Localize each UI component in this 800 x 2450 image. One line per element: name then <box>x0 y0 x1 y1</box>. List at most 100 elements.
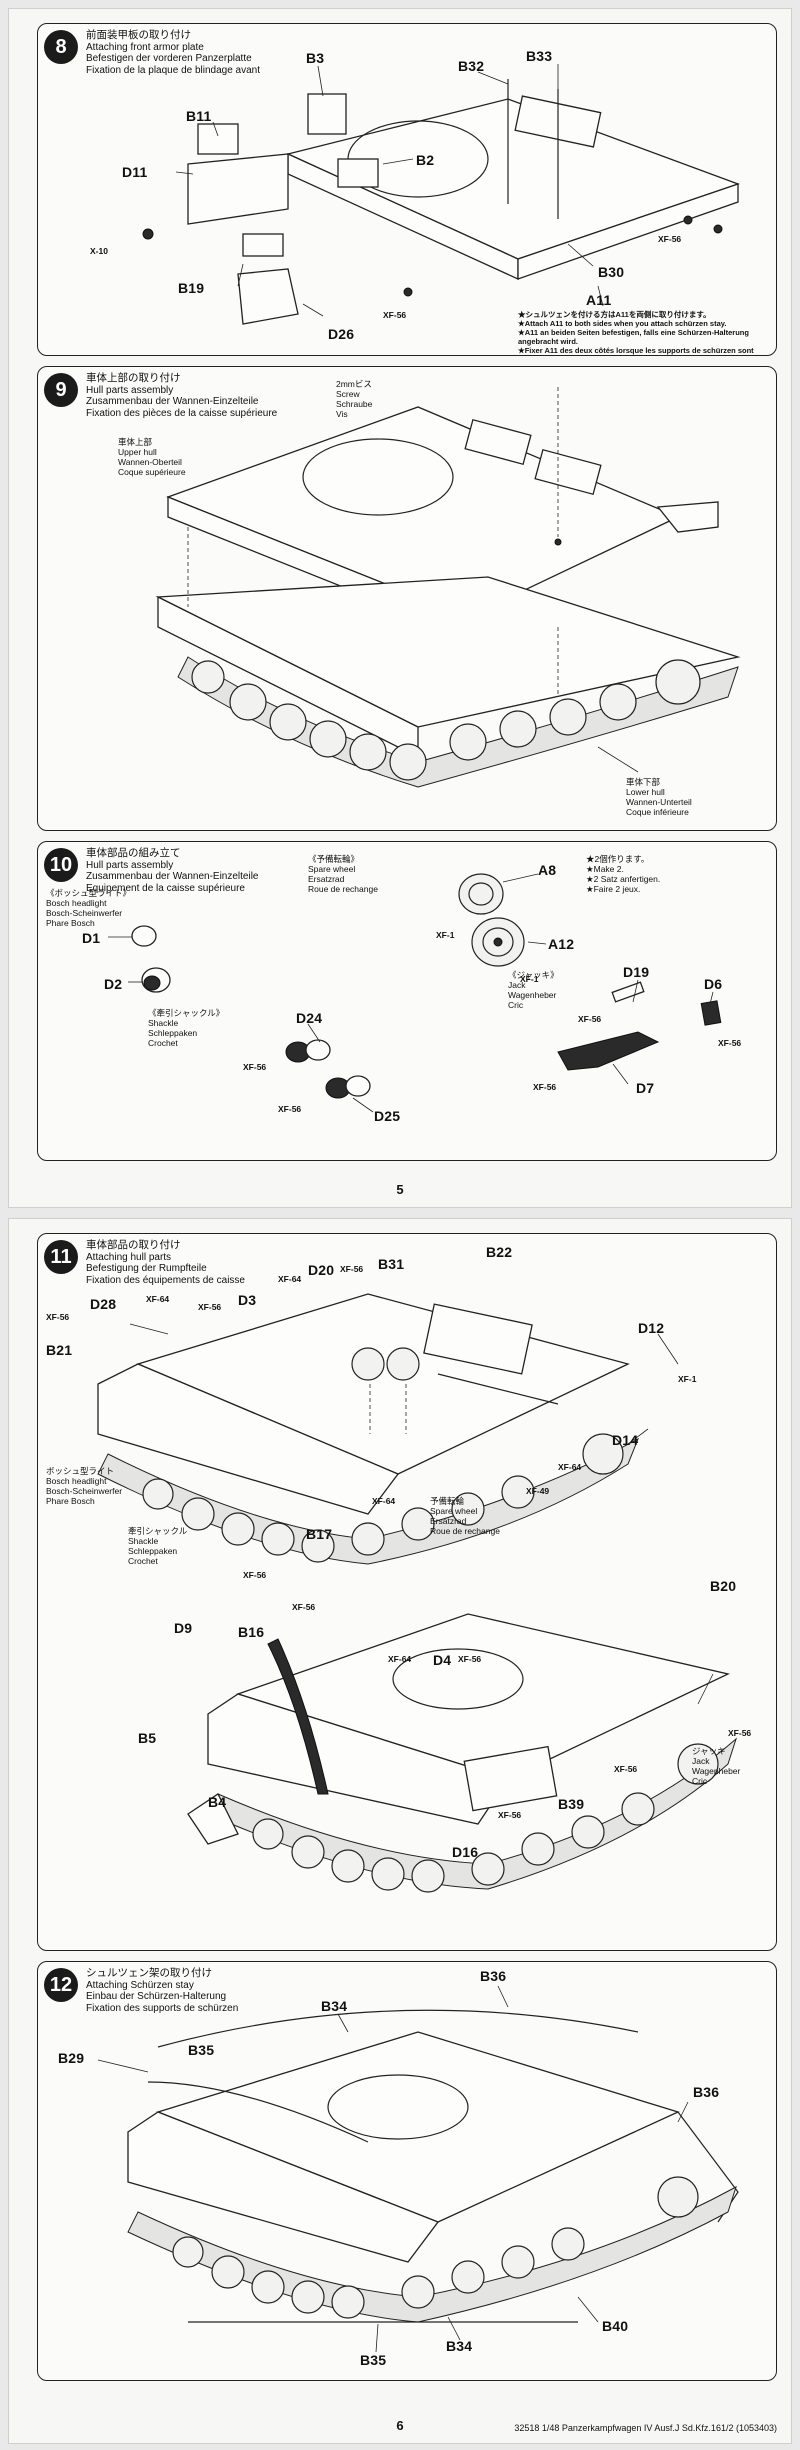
step-12-drawing <box>97 1985 739 2353</box>
part-label-b36: B36 <box>480 1968 507 1984</box>
step-8-panel: 8 前面装甲板の取り付け Attaching front armor plate… <box>37 23 777 356</box>
step-11-drawing <box>97 1293 738 1893</box>
step-title: シュルツェン架の取り付け Attaching Schürzen stay Ein… <box>86 1967 239 2014</box>
paint-label-xf1: XF-1 <box>678 1374 697 1384</box>
part-label-a11: A11 <box>586 292 612 308</box>
part-label-d12: D12 <box>638 1320 665 1336</box>
part-label-b36: B36 <box>693 2084 720 2100</box>
part-label-a8: A8 <box>538 862 557 878</box>
upper-hull-callout: 車体上部 Upper hull Wannen-Oberteil Coque su… <box>118 437 186 477</box>
paint-label-xf56: XF-56 <box>243 1570 267 1580</box>
part-label-d3: D3 <box>238 1292 257 1308</box>
a11-instruction-note: ★シュルツェンを付ける方はA11を両側に取り付けます。 ★Attach A11 … <box>518 310 754 355</box>
part-label-d16: D16 <box>452 1844 479 1860</box>
step-title: 車体部品の取り付け Attaching hull parts Befestigu… <box>86 1239 245 1286</box>
part-label-d25: D25 <box>374 1108 401 1124</box>
jack-heading: 《ジャッキ》 Jack Wagenheber Cric <box>508 970 559 1010</box>
paint-label-xf64: XF-64 <box>146 1294 170 1304</box>
part-label-d19: D19 <box>623 964 650 980</box>
paint-label-xf56: XF-56 <box>340 1264 364 1274</box>
part-label-d28: D28 <box>90 1296 117 1312</box>
paint-label-xf1: XF-1 <box>520 974 539 984</box>
part-label-d4: D4 <box>433 1652 452 1668</box>
part-label-d1: D1 <box>82 930 101 946</box>
part-label-b17: B17 <box>306 1526 333 1542</box>
part-label-b16: B16 <box>238 1624 265 1640</box>
paint-label-xf64: XF-64 <box>372 1496 396 1506</box>
part-label-b4: B4 <box>208 1794 227 1810</box>
step-number: 12 <box>44 1968 78 2002</box>
part-label-a12: A12 <box>548 936 575 952</box>
spare-wheel-callout: 予備転輪 Spare wheel Ersatzrad Roue de recha… <box>430 1496 500 1536</box>
part-label-b5: B5 <box>138 1730 157 1746</box>
paint-label-xf64: XF-64 <box>558 1462 582 1472</box>
part-label-d26: D26 <box>328 326 355 342</box>
spare-wheel-heading: 《予備転輪》 Spare wheel Ersatzrad Roue de rec… <box>308 854 378 894</box>
step-9-panel: 9 車体上部の取り付け Hull parts assembly Zusammen… <box>37 366 777 831</box>
part-label-b40: B40 <box>602 2318 629 2334</box>
paint-label-xf64: XF-64 <box>388 1654 412 1664</box>
part-label-b2: B2 <box>416 152 435 168</box>
part-label-b11: B11 <box>186 108 212 124</box>
step-number: 10 <box>44 848 78 882</box>
lower-road-wheels <box>252 1743 719 1893</box>
step-11-panel: 11 車体部品の取り付け Attaching hull parts Befest… <box>37 1233 777 1951</box>
paint-label-xf64: XF-64 <box>278 1274 302 1284</box>
part-label-b22: B22 <box>486 1244 513 1260</box>
bosch-headlight-callout: ボッシュ型ライト Bosch headlight Bosch-Scheinwer… <box>46 1466 123 1506</box>
page-number: 6 <box>396 2418 404 2433</box>
paint-label-xf56: XF-56 <box>278 1104 302 1114</box>
part-label-d6: D6 <box>704 976 723 992</box>
bosch-headlight-heading: 《ボッシュ型ライト》 Bosch headlight Bosch-Scheinw… <box>46 888 132 928</box>
paint-label-xf49: XF-49 <box>526 1486 550 1496</box>
part-label-b34: B34 <box>446 2338 473 2354</box>
step-10-panel: 10 車体部品の組み立て Hull parts assembly Zusamme… <box>37 841 777 1161</box>
paint-label-xf56: XF-56 <box>718 1038 742 1048</box>
step-9-drawing <box>155 387 741 788</box>
part-label-b21: B21 <box>46 1342 73 1358</box>
paint-label-xf56: XF-56 <box>498 1810 522 1820</box>
step-title: 前面装甲板の取り付け Attaching front armor plate B… <box>86 29 261 76</box>
paint-label-xf56: XF-56 <box>614 1764 638 1774</box>
paint-label-xf56: XF-56 <box>578 1014 602 1024</box>
part-label-b31: B31 <box>378 1256 405 1272</box>
part-label-b34: B34 <box>321 1998 348 2014</box>
shackle-callout: 牽引シャックル Shackle Schleppaken Crochet <box>128 1526 188 1566</box>
upper-road-wheels <box>142 1433 624 1563</box>
paint-label-xf56: XF-56 <box>292 1602 316 1612</box>
paint-label-xf56: XF-56 <box>46 1312 70 1322</box>
instruction-page-5: 8 前面装甲板の取り付け Attaching front armor plate… <box>8 8 792 1208</box>
paint-label-xf56: XF-56 <box>533 1082 557 1092</box>
road-wheels <box>191 659 701 781</box>
paint-label-xf1: XF-1 <box>436 930 455 940</box>
page-number: 5 <box>396 1182 404 1197</box>
part-label-d2: D2 <box>104 976 123 992</box>
instruction-page-6: 11 車体部品の取り付け Attaching hull parts Befest… <box>8 1218 792 2444</box>
part-label-b3: B3 <box>306 50 325 66</box>
screw-callout: 2mmビス Screw Schraube Vis <box>336 379 373 419</box>
step-10-drawing <box>108 873 722 1113</box>
part-label-d9: D9 <box>174 1620 193 1636</box>
part-label-b30: B30 <box>598 264 625 280</box>
part-label-b35: B35 <box>188 2042 215 2058</box>
part-label-b19: B19 <box>178 280 205 296</box>
part-label-d24: D24 <box>296 1010 323 1026</box>
product-footer: 32518 1/48 Panzerkampfwagen IV Ausf.J Sd… <box>514 2423 777 2433</box>
paint-label-xf56: XF-56 <box>728 1728 752 1738</box>
jack-callout: ジャッキ Jack Wagenheber Cric <box>692 1746 741 1786</box>
part-label-d20: D20 <box>308 1262 335 1278</box>
paint-label-xf56: XF-56 <box>383 310 407 320</box>
part-label-b29: B29 <box>58 2050 85 2066</box>
make-two-note: ★2個作ります。 ★Make 2. ★2 Satz anfertigen. ★F… <box>586 854 661 894</box>
step-8-drawing <box>142 64 740 325</box>
step-title: 車体部品の組み立て Hull parts assembly Zusammenba… <box>86 847 259 894</box>
step-number: 8 <box>44 30 78 64</box>
paint-label-xf56: XF-56 <box>458 1654 482 1664</box>
part-label-d7: D7 <box>636 1080 655 1096</box>
part-label-b39: B39 <box>558 1796 585 1812</box>
paint-label-xf56: XF-56 <box>658 234 682 244</box>
part-label-d14: D14 <box>612 1432 639 1448</box>
paint-label-xf56: XF-56 <box>198 1302 222 1312</box>
part-label-b20: B20 <box>710 1578 737 1594</box>
road-wheels <box>172 2176 699 2319</box>
